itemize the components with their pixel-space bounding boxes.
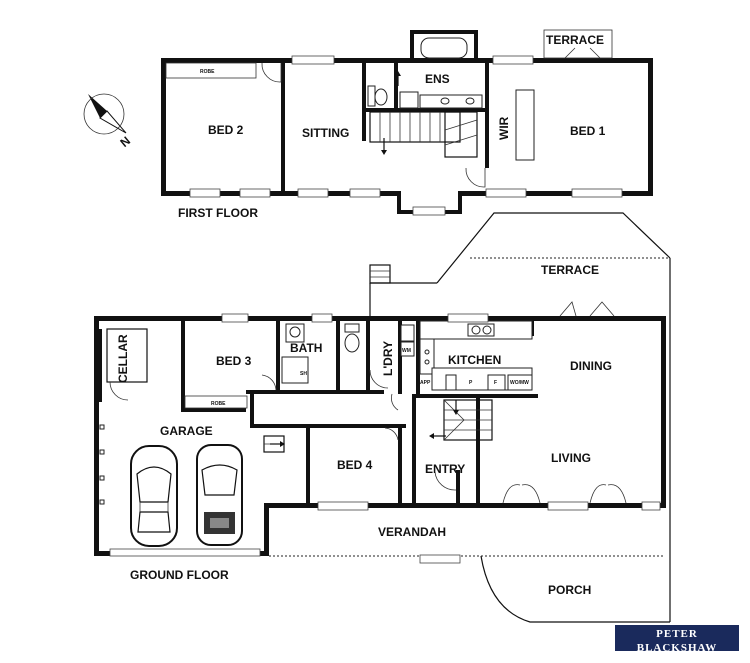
room-label-sitting: SITTING <box>302 126 349 140</box>
room-label-fridge: F <box>494 380 497 386</box>
room-label-bed-2: BED 2 <box>208 123 244 137</box>
room-label-garage: GARAGE <box>160 424 213 438</box>
room-label-bed-3: BED 3 <box>216 354 252 368</box>
brand-tagline: MARKETING QUALITY PROPERTY <box>620 656 734 662</box>
room-label-porch: PORCH <box>548 583 591 597</box>
room-label-robe-first: ROBE <box>200 69 215 75</box>
room-label-pantry: P <box>469 380 473 386</box>
room-label-wir: WIR <box>497 116 511 140</box>
first-floor-plan <box>161 29 653 216</box>
room-label-bed-4: BED 4 <box>337 458 373 472</box>
room-label-ens: ENS <box>425 72 450 86</box>
room-label-entry: ENTRY <box>425 462 465 476</box>
room-label-verandah: VERANDAH <box>378 525 446 539</box>
room-label-living: LIVING <box>551 451 591 465</box>
car-left-icon <box>130 445 178 547</box>
brand-logo: PETER BLACKSHAW MARKETING QUALITY PROPER… <box>615 625 739 662</box>
ground-floor-plan <box>94 212 671 623</box>
room-label-wo-mw: WO/MW <box>510 380 529 386</box>
ground-floor-stairs <box>429 399 493 441</box>
room-label-kitchen: KITCHEN <box>448 353 501 367</box>
first-floor-stairs <box>369 111 478 158</box>
room-label-appliance: APP <box>420 380 431 386</box>
compass-icon: N <box>83 93 133 150</box>
room-label-terrace-first: TERRACE <box>546 33 604 47</box>
first-floor-label: FIRST FLOOR <box>178 206 258 220</box>
room-label-shower: SH <box>300 371 307 377</box>
room-label-dining: DINING <box>570 359 612 373</box>
room-label-terrace-ground: TERRACE <box>541 263 599 277</box>
room-label-bed-1: BED 1 <box>570 124 606 138</box>
room-label-cellar: CELLAR <box>116 334 130 383</box>
compass-north-label: N <box>117 134 133 150</box>
car-right-icon <box>196 444 243 546</box>
room-label-bath: BATH <box>290 341 322 355</box>
ground-floor-label: GROUND FLOOR <box>130 568 229 582</box>
brand-name: PETER BLACKSHAW <box>636 628 718 654</box>
room-label-laundry: L'DRY <box>381 341 395 376</box>
room-label-wm: WM <box>402 348 411 354</box>
room-label-robe-ground: ROBE <box>211 401 226 407</box>
